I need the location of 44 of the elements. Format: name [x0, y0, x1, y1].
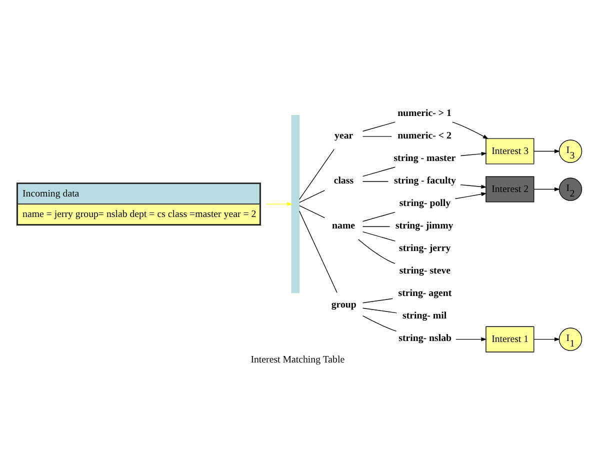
node-text: year [334, 130, 354, 142]
node-box: Interest 3 [486, 138, 534, 164]
arrow [454, 192, 487, 200]
node-text: name [332, 220, 356, 232]
connector [362, 122, 396, 132]
node-box: Interest 1 [486, 326, 534, 352]
connector [362, 231, 396, 242]
node-text: string- steve [399, 266, 451, 277]
connector [362, 212, 396, 222]
node-text: numeric- > 1 [398, 108, 452, 119]
connector [362, 181, 389, 182]
arrow [534, 337, 560, 342]
arrow [534, 149, 560, 154]
arrow [456, 337, 487, 342]
connector [299, 148, 334, 200]
connector [299, 210, 338, 293]
node-text: string- agent [398, 288, 452, 300]
node-text: string - master [394, 152, 456, 164]
connector [362, 166, 396, 177]
node-text: string- jimmy [395, 220, 454, 232]
connector [362, 298, 393, 304]
node-text: string- mil [402, 310, 447, 322]
node-box: Interest 2 [486, 176, 534, 202]
node-text: numeric- < 2 [398, 130, 452, 142]
node-text: string- jerry [398, 243, 451, 254]
node-bar [291, 114, 300, 294]
arrow [460, 152, 487, 156]
connector [358, 239, 396, 264]
caption: Interest Matching Table [250, 354, 345, 366]
connector [362, 136, 392, 137]
arrow [534, 187, 560, 192]
connector [362, 226, 390, 227]
node-text: group [331, 299, 356, 310]
node-text: string - faculty [394, 175, 456, 186]
connector [299, 205, 325, 218]
arrow [452, 122, 489, 140]
connector [299, 190, 325, 203]
arrow [266, 202, 293, 206]
connector [362, 308, 397, 314]
arrow [460, 184, 487, 189]
node-text: string- polly [399, 198, 451, 209]
node-text: class [334, 175, 354, 186]
connector [362, 316, 397, 332]
node-text: string- nslab [398, 333, 452, 344]
